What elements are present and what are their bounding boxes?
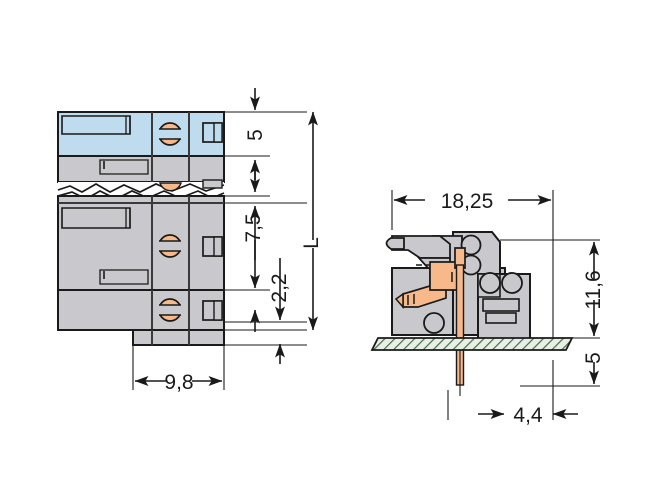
dim-label-front-top-gap: 5 [244, 129, 267, 141]
front-view: 5 7,5 2,2 L 9,8 [57, 88, 323, 394]
top-module-base-slot [99, 159, 149, 175]
dimension-side-pin-pitch: 4,4 [478, 404, 578, 427]
dimension-side-depth: 18,25 [393, 190, 552, 213]
dimension-front-length: L [300, 111, 323, 331]
dim-label-side-depth: 18,25 [441, 190, 494, 213]
dimension-side-height: 11,6 [582, 241, 605, 337]
bottom-module-body [57, 289, 225, 331]
middle-module-test-port-inner [213, 236, 223, 257]
front-view-bottom-module [57, 269, 225, 346]
dim-label-side-height: 11,6 [582, 270, 605, 309]
bottom-module-slot [99, 269, 149, 285]
middle-module-clamp-band [158, 241, 182, 251]
bottom-module-test-port-inner [213, 300, 223, 321]
dim-label-front-length: L [300, 237, 323, 249]
bottom-module-clamp-band [158, 305, 182, 315]
front-view-top-module [57, 111, 225, 183]
dimension-front-offset: 2,2 [250, 258, 291, 364]
break-partial-test-port [202, 179, 223, 189]
dim-label-side-pin-below: 5 [582, 352, 605, 364]
dim-label-front-pitch: 7,5 [242, 213, 265, 242]
side-contact-post [454, 247, 466, 269]
side-port-circle-right-b2 [501, 272, 523, 294]
side-pcb-board [370, 337, 574, 351]
dim-label-front-width: 9,8 [164, 371, 193, 394]
side-right-tower-slot-a [482, 298, 520, 312]
break-line-mask [58, 182, 224, 192]
break-partial-clamp [159, 182, 182, 192]
front-view-break-line [57, 179, 225, 200]
side-port-circle-lower-left [423, 312, 445, 334]
dimension-front-top-gap: 5 [244, 88, 267, 193]
break-line-upper [57, 183, 225, 193]
top-module-lever-outline [61, 115, 131, 135]
side-contact-tip [394, 292, 404, 309]
bottom-module-foot [132, 329, 225, 346]
side-view: 18,25 11,6 5 4,4 [370, 190, 605, 427]
side-port-circle-upper [460, 234, 482, 256]
front-view-witness-lines [132, 111, 307, 390]
side-lever-tip [385, 237, 405, 250]
side-port-circle-right-a2 [479, 272, 501, 294]
side-view-witness-lines [391, 190, 600, 420]
top-module-clamp-band [158, 129, 182, 139]
dimension-side-pin-below: 5 [582, 352, 605, 385]
middle-module-lever-outline [61, 207, 131, 229]
dim-label-side-pin-pitch: 4,4 [513, 404, 543, 427]
dimension-front-pitch: 7,5 [242, 205, 265, 289]
dimension-front-width: 9,8 [134, 371, 223, 394]
top-module-test-port-inner [213, 122, 223, 143]
side-right-tower-slot-b [485, 312, 517, 324]
dim-label-front-offset: 2,2 [268, 273, 291, 302]
